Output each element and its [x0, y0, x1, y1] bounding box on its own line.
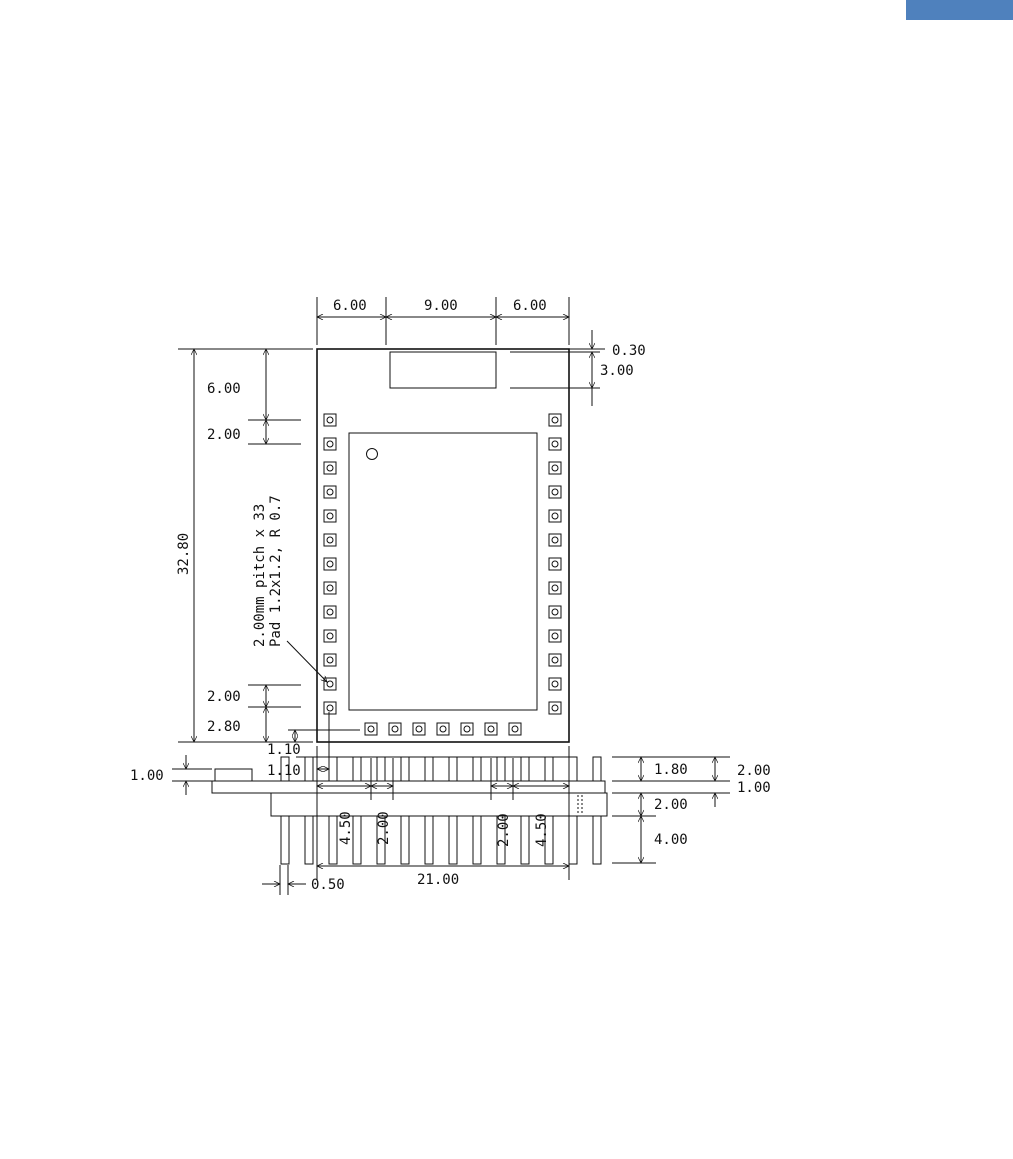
side-right-dimensions: 1.80 2.00 1.00 2.00 4.00 [612, 757, 771, 863]
pcb-board [212, 781, 605, 793]
pad [324, 534, 336, 546]
pad [324, 582, 336, 594]
pad [549, 438, 561, 450]
dim-top-clearance: 6.00 [207, 381, 241, 397]
dim-board-thickness: 1.00 [737, 780, 771, 796]
pad [549, 582, 561, 594]
side-pin [305, 757, 313, 864]
pad-note: 2.00mm pitch x 33 Pad 1.2x1.2, R 0.7 [252, 495, 327, 682]
dim-horizontal-offset: 1.10 [267, 763, 301, 779]
pad [413, 723, 425, 735]
pad [324, 510, 336, 522]
pad [324, 414, 336, 426]
dim-pin-below-board: 2.00 [654, 797, 688, 813]
pad [324, 678, 336, 690]
side-pin [377, 757, 385, 864]
pad [549, 678, 561, 690]
side-pin [353, 757, 361, 864]
dim-pitch-bottom: 2.00 [207, 689, 241, 705]
side-left-dimension: 1.00 [130, 755, 212, 795]
pad [324, 486, 336, 498]
top-view: 6.00 9.00 6.00 0.30 3.00 32.80 [176, 297, 646, 888]
side-pin [401, 757, 409, 864]
dim-pin-offset: 2.00 [207, 427, 241, 443]
dim-pin-width: 0.50 [311, 877, 345, 893]
pad [549, 558, 561, 570]
pad [485, 723, 497, 735]
height-dimension: 32.80 [176, 349, 313, 742]
antenna-dimensions: 0.30 3.00 [510, 330, 646, 406]
pad [365, 723, 377, 735]
pin-header [271, 793, 607, 816]
pad [549, 414, 561, 426]
shield-can [349, 433, 537, 710]
dim-right-width: 6.00 [513, 298, 547, 314]
bottom-row-dimensions: 4.50 2.00 2.00 4.50 21.00 [317, 746, 569, 888]
antenna-area [390, 352, 496, 388]
pad [549, 702, 561, 714]
pad [324, 702, 336, 714]
side-pin [473, 757, 481, 864]
dim-bottom-right-pitch: 2.00 [496, 813, 512, 847]
right-pad-column [549, 414, 561, 714]
pad [549, 606, 561, 618]
side-pin [521, 757, 529, 864]
dim-pin-top: 1.80 [654, 762, 688, 778]
pad [461, 723, 473, 735]
side-pin [569, 757, 577, 864]
module-outline [317, 349, 569, 742]
dim-component-height: 1.00 [130, 768, 164, 784]
dim-antenna-gap: 0.30 [612, 343, 646, 359]
pad [437, 723, 449, 735]
side-pin [425, 757, 433, 864]
pad [324, 654, 336, 666]
pad-note-line2: Pad 1.2x1.2, R 0.7 [268, 495, 284, 647]
top-width-dimensions: 6.00 9.00 6.00 [317, 297, 569, 345]
side-pin [593, 757, 601, 864]
dim-total-top: 2.00 [737, 763, 771, 779]
side-pins [281, 757, 601, 864]
pad [549, 510, 561, 522]
pad [324, 558, 336, 570]
dim-pin-length: 4.00 [654, 832, 688, 848]
dim-total-width: 21.00 [417, 872, 459, 888]
pad [324, 630, 336, 642]
pad [549, 630, 561, 642]
dim-left-width: 6.00 [333, 298, 367, 314]
pad [324, 462, 336, 474]
dim-total-height: 32.80 [176, 533, 192, 575]
side-component [215, 769, 252, 781]
dim-bottom-offset: 2.80 [207, 719, 241, 735]
dim-vertical-offset: 1.10 [267, 742, 301, 758]
dim-bottom-right-margin: 4.50 [534, 813, 550, 847]
pad [549, 462, 561, 474]
pad [389, 723, 401, 735]
dim-middle-width: 9.00 [424, 298, 458, 314]
side-pin [449, 757, 457, 864]
pad [324, 606, 336, 618]
side-pin [329, 757, 337, 864]
pad [509, 723, 521, 735]
pin1-marker [367, 449, 378, 460]
pad [549, 654, 561, 666]
left-pad-column [324, 414, 336, 714]
dim-antenna-height: 3.00 [600, 363, 634, 379]
bottom-pad-row [365, 723, 521, 735]
pin-width-dimension: 0.50 [262, 865, 345, 895]
pad [324, 438, 336, 450]
pad-note-line1: 2.00mm pitch x 33 [252, 504, 268, 647]
pad [549, 534, 561, 546]
pad [549, 486, 561, 498]
